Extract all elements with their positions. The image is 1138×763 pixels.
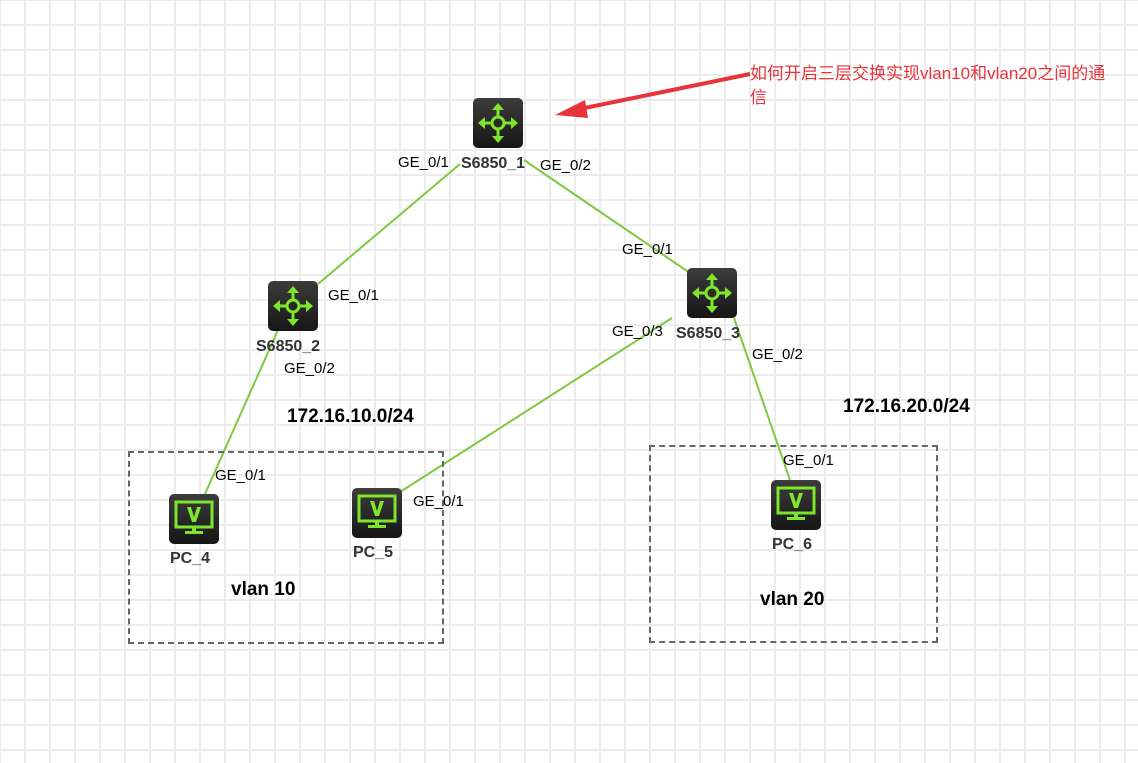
port-label: GE_0/1 [215, 467, 266, 484]
port-label: GE_0/2 [540, 157, 591, 174]
device-label-s6850-2: S6850_2 [256, 338, 321, 355]
pc-icon[interactable] [771, 480, 821, 530]
vlan10-label: vlan 10 [231, 579, 296, 600]
device-label-s6850-3: S6850_3 [676, 325, 741, 342]
switch-icon[interactable] [268, 281, 318, 331]
link-s1-s2 [317, 163, 461, 285]
vlan10-box [128, 451, 444, 644]
link-s3-pc5 [399, 317, 673, 493]
switch-icon[interactable] [473, 98, 523, 148]
link-s2-pc4 [204, 329, 279, 495]
link-s1-s3 [523, 159, 691, 274]
annotation-arrow [555, 72, 751, 118]
switch-icon[interactable] [687, 268, 737, 318]
device-label-pc6: PC_6 [772, 536, 813, 553]
pc-icon[interactable] [352, 488, 402, 538]
device-label-s6850-1: S6850_1 [461, 155, 526, 172]
port-label: GE_0/2 [752, 346, 803, 363]
port-label: GE_0/1 [413, 493, 464, 510]
port-label: GE_0/1 [622, 241, 673, 258]
annotation-note: 如何开启三层交换实现vlan10和vlan20之间的通信 [750, 64, 1106, 107]
subnet-label-vlan20: 172.16.20.0/24 [843, 396, 970, 417]
vlan20-box [649, 445, 938, 643]
vlan20-label: vlan 20 [760, 589, 825, 610]
subnet-label-vlan10: 172.16.10.0/24 [287, 406, 414, 427]
device-label-pc5: PC_5 [353, 544, 394, 561]
port-label: GE_0/2 [284, 360, 335, 377]
pc-icon[interactable] [169, 494, 219, 544]
port-label: GE_0/1 [328, 287, 379, 304]
device-label-pc4: PC_4 [170, 550, 211, 567]
port-label: GE_0/3 [612, 323, 663, 340]
port-label: GE_0/1 [398, 154, 449, 171]
port-label: GE_0/1 [783, 452, 834, 469]
link-s3-pc6 [733, 317, 791, 481]
